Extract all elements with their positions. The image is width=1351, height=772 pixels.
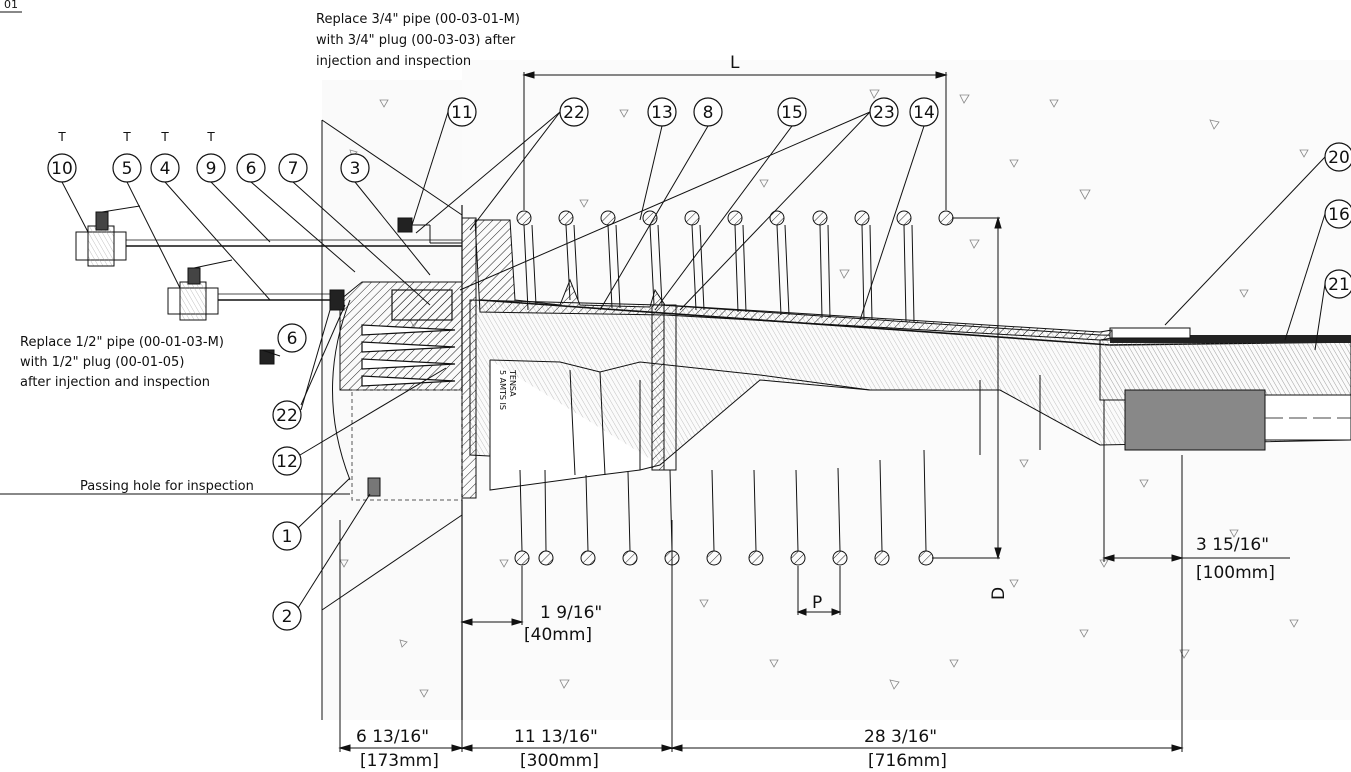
stamp-2: 5 AMTS IS	[498, 370, 507, 410]
balloon-22b	[272, 400, 302, 430]
stamp-1: TENSA	[508, 369, 517, 397]
svg-text:10: 10	[51, 159, 73, 179]
svg-text:with 1/2" plug (00-01-05): with 1/2" plug (00-01-05)	[20, 355, 184, 370]
svg-text:6: 6	[287, 329, 298, 349]
svg-text:3 15/16": 3 15/16"	[1196, 535, 1269, 555]
svg-text:6 13/16": 6 13/16"	[356, 727, 429, 747]
svg-text:20: 20	[1328, 148, 1350, 168]
svg-text:Replace 3/4" pipe (00-03-01-M): Replace 3/4" pipe (00-03-01-M)	[316, 12, 520, 27]
svg-text:12: 12	[276, 452, 298, 472]
svg-text:28 3/16": 28 3/16"	[864, 727, 937, 747]
svg-text:with 3/4" plug (00-03-03) afte: with 3/4" plug (00-03-03) after	[316, 33, 516, 48]
svg-text:L: L	[730, 53, 740, 73]
balloon-2	[272, 601, 302, 631]
svg-text:9: 9	[206, 159, 217, 179]
svg-text:[100mm]: [100mm]	[1196, 563, 1275, 583]
svg-text:T: T	[122, 130, 131, 144]
balloon-12	[272, 446, 302, 476]
svg-text:[716mm]: [716mm]	[868, 751, 947, 771]
valve-assembly	[75, 205, 462, 365]
note-pipe34: Replace 3/4" pipe (00-03-01-M) with 3/4"…	[316, 12, 520, 69]
svg-text:7: 7	[288, 159, 299, 179]
balloon-6b	[277, 323, 307, 353]
svg-text:injection and inspection: injection and inspection	[316, 54, 471, 69]
svg-text:11 13/16": 11 13/16"	[514, 727, 598, 747]
svg-text:23: 23	[873, 103, 895, 123]
svg-text:21: 21	[1328, 275, 1350, 295]
page-label: 01	[4, 0, 18, 11]
balloon-1	[272, 521, 302, 551]
svg-text:[300mm]: [300mm]	[520, 751, 599, 771]
dimension-lines	[338, 71, 1290, 752]
svg-text:22: 22	[276, 406, 298, 426]
svg-text:16: 16	[1328, 205, 1350, 225]
svg-text:T: T	[57, 130, 66, 144]
svg-text:1: 1	[282, 527, 293, 547]
svg-text:22: 22	[563, 103, 585, 123]
svg-text:T: T	[206, 130, 215, 144]
svg-text:T: T	[160, 130, 169, 144]
svg-text:14: 14	[913, 103, 935, 123]
svg-text:3: 3	[350, 159, 361, 179]
svg-text:11: 11	[451, 103, 473, 123]
balloon-labels: 10 5 4 9 6 7 3 11 22 13 8 15 23 14 20 16…	[51, 103, 1350, 627]
svg-text:after injection and inspection: after injection and inspection	[20, 375, 210, 390]
t-marks: T T T T	[57, 130, 215, 144]
dimension-labels: L D P 1 9/16" [40mm] 3 15/16" [100mm] 6 …	[356, 53, 1275, 771]
svg-text:4: 4	[160, 159, 171, 179]
svg-text:2: 2	[282, 607, 293, 627]
svg-text:5: 5	[122, 159, 133, 179]
leader-lines	[0, 111, 1326, 609]
svg-text:6: 6	[246, 159, 257, 179]
svg-text:Replace 1/2" pipe (00-01-03-M): Replace 1/2" pipe (00-01-03-M)	[20, 335, 224, 350]
svg-text:13: 13	[651, 103, 673, 123]
note-pipe12: Replace 1/2" pipe (00-01-03-M) with 1/2"…	[20, 335, 224, 390]
coil	[514, 210, 954, 566]
note-hole: Passing hole for inspection	[80, 479, 254, 494]
svg-text:8: 8	[703, 103, 714, 123]
injection-block	[332, 281, 463, 501]
svg-text:[40mm]: [40mm]	[524, 625, 592, 645]
svg-text:15: 15	[781, 103, 803, 123]
svg-text:P: P	[812, 593, 822, 613]
svg-text:D: D	[989, 587, 1009, 600]
svg-text:[173mm]: [173mm]	[360, 751, 439, 771]
balloons	[47, 97, 1351, 631]
svg-text:1 9/16": 1 9/16"	[540, 603, 602, 623]
